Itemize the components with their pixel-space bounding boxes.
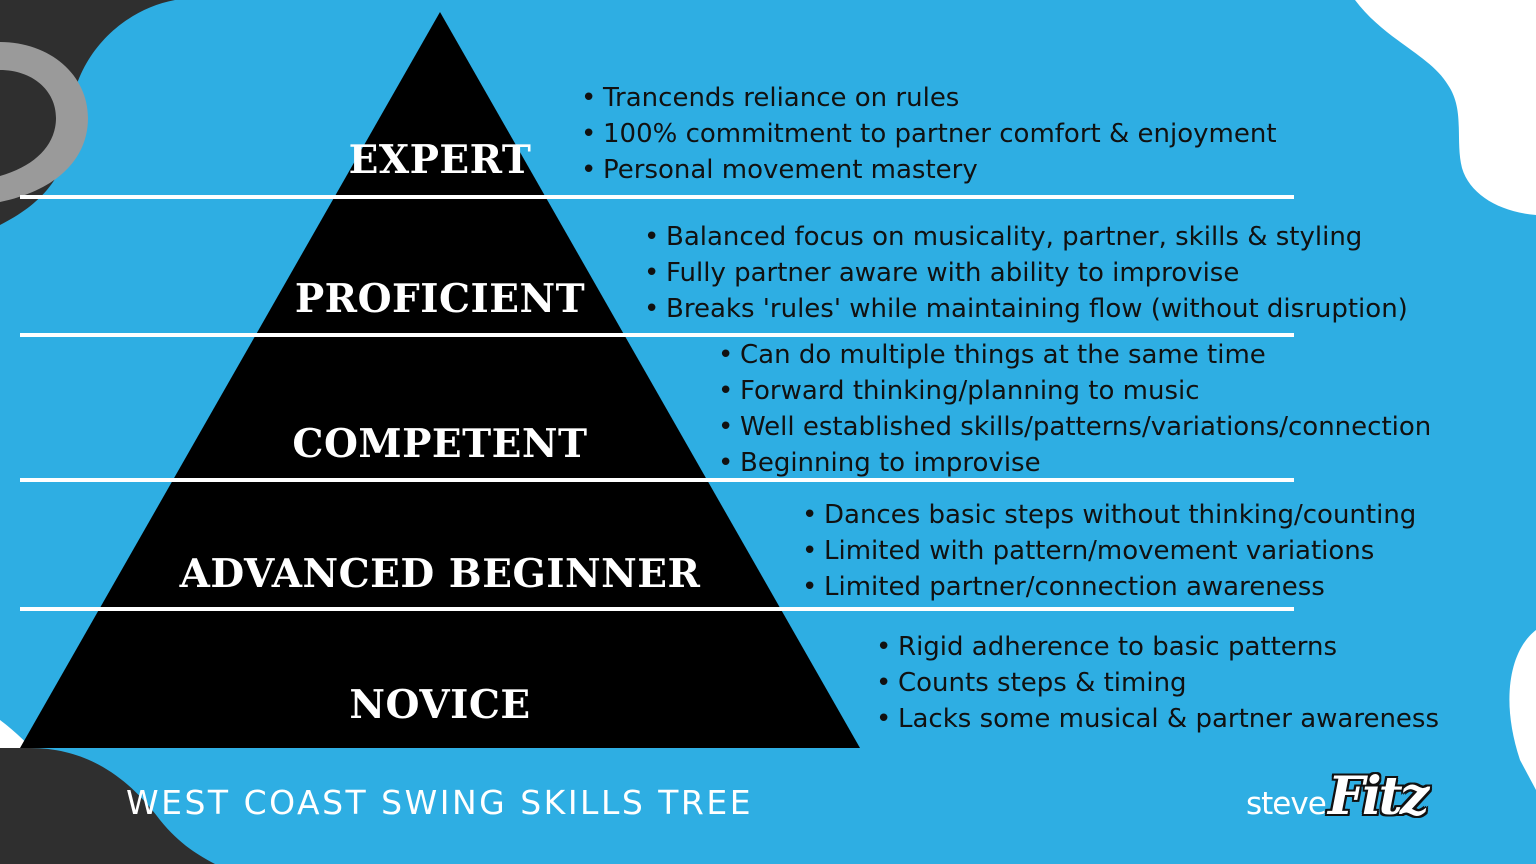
list-item: Personal movement mastery: [579, 152, 1277, 188]
corner-shape-right: [1509, 630, 1536, 790]
list-item: Fully partner aware with ability to impr…: [642, 255, 1408, 291]
corner-swirl-gray: [0, 42, 88, 202]
list-item: Dances basic steps without thinking/coun…: [800, 497, 1416, 533]
list-item: Limited with pattern/movement variations: [800, 533, 1416, 569]
pyramid: [20, 12, 860, 748]
divider-line: [20, 333, 1294, 337]
list-item: Counts steps & timing: [874, 665, 1439, 701]
list-item: Limited partner/connection awareness: [800, 569, 1416, 605]
bullet-list-advanced-beginner: Dances basic steps without thinking/coun…: [800, 497, 1416, 605]
logo-text-fitz: Fitz: [1328, 766, 1429, 827]
list-item: Well established skills/patterns/variati…: [716, 409, 1431, 445]
list-item: Forward thinking/planning to music: [716, 373, 1431, 409]
list-item: Trancends reliance on rules: [579, 80, 1277, 116]
divider-line: [20, 607, 1294, 611]
list-item: Balanced focus on musicality, partner, s…: [642, 219, 1408, 255]
list-item: Can do multiple things at the same time: [716, 337, 1431, 373]
list-item: Lacks some musical & partner awareness: [874, 701, 1439, 737]
list-item: Beginning to improvise: [716, 445, 1431, 481]
corner-shape-bottom-left: [0, 748, 215, 864]
page-title: WEST COAST SWING SKILLS TREE: [126, 783, 754, 822]
bullet-list-novice: Rigid adherence to basic patterns Counts…: [874, 629, 1439, 737]
level-label-expert: EXPERT: [348, 137, 532, 183]
divider-line: [20, 195, 1294, 199]
divider-line: [20, 478, 1294, 482]
bullet-list-proficient: Balanced focus on musicality, partner, s…: [642, 219, 1408, 327]
logo-text-steve: steve: [1246, 786, 1327, 822]
list-item: Rigid adherence to basic patterns: [874, 629, 1439, 665]
level-label-novice: NOVICE: [349, 682, 531, 728]
bullet-list-competent: Can do multiple things at the same time …: [716, 337, 1431, 481]
level-label-advanced-beginner: ADVANCED BEGINNER: [179, 551, 701, 597]
list-item: 100% commitment to partner comfort & enj…: [579, 116, 1277, 152]
list-item: Breaks 'rules' while maintaining flow (w…: [642, 291, 1408, 327]
bullet-list-expert: Trancends reliance on rules 100% commitm…: [579, 80, 1277, 188]
steve-fitz-logo: steve Fitz: [1246, 766, 1429, 836]
level-label-competent: COMPETENT: [292, 421, 588, 467]
level-label-proficient: PROFICIENT: [294, 276, 586, 322]
corner-shape-top-right: [1355, 0, 1536, 215]
